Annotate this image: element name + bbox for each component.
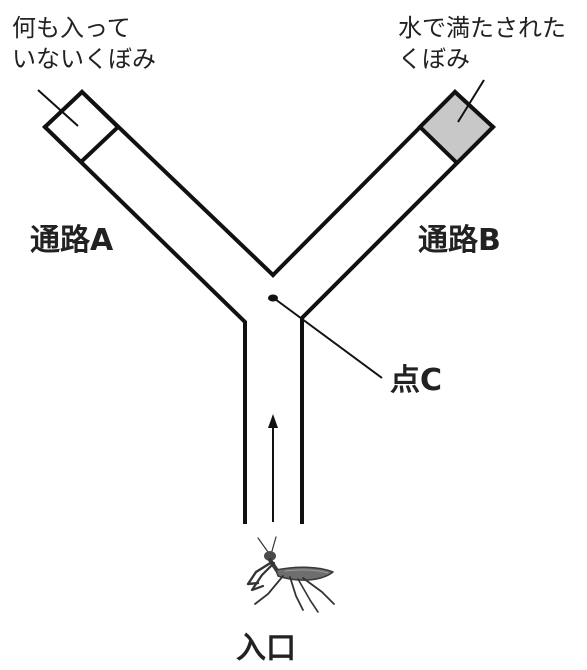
water-recess [417,89,496,166]
point-c-marker [268,294,278,302]
water-recess-label-line1: 水で満たされた [398,14,566,42]
point-c-label: 点C [390,363,442,398]
empty-recess-label-line2: いないくぼみ [12,45,156,73]
water-recess-label-line2: くぼみ [398,45,470,73]
empty-recess [42,89,121,165]
entrance-label: 入口 [236,631,296,666]
path-b-label: 通路B [418,223,501,258]
water-recess-leader [457,79,485,123]
left-outer-wall [42,124,247,524]
right-outer-wall [300,124,496,524]
leader-lines [37,79,485,379]
path-a-label: 通路A [30,223,114,258]
maze-walls [42,89,496,524]
empty-recess-leader [37,89,79,127]
up-arrow-icon [268,414,278,522]
empty-recess-label-line1: 何も入って [12,14,131,42]
point-c-leader [274,298,383,379]
praying-mantis-icon [246,536,335,613]
